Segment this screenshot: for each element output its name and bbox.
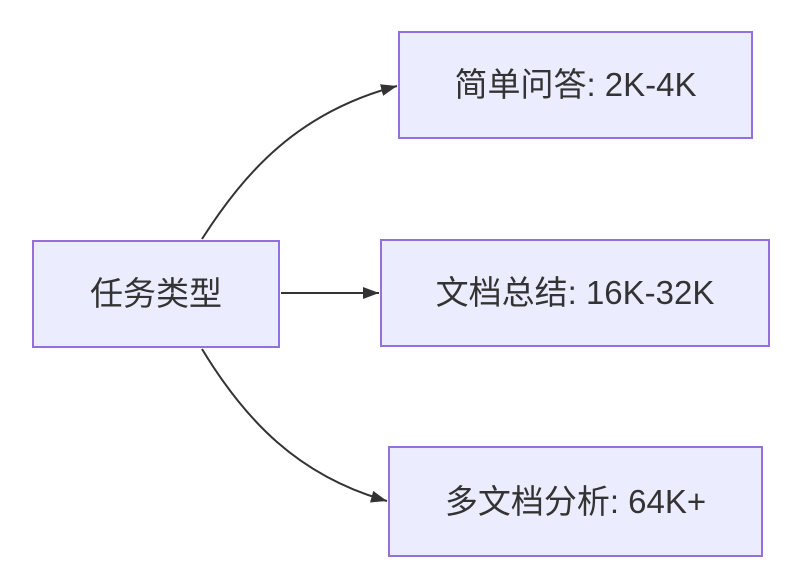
node-multi-doc-analysis-label: 多文档分析: 64K+ xyxy=(444,482,707,520)
node-multi-doc-analysis: 多文档分析: 64K+ xyxy=(388,446,763,557)
node-simple-qa-label: 简单问答: 2K-4K xyxy=(454,66,697,104)
node-simple-qa: 简单问答: 2K-4K xyxy=(398,31,753,139)
edge-task-type-to-simple-qa xyxy=(201,84,398,240)
node-task-type: 任务类型 xyxy=(32,240,280,348)
edge-task-type-to-multi-doc-analysis xyxy=(201,348,388,503)
node-doc-summary-label: 文档总结: 16K-32K xyxy=(435,274,715,312)
node-task-type-label: 任务类型 xyxy=(90,275,222,313)
node-doc-summary: 文档总结: 16K-32K xyxy=(380,239,770,347)
